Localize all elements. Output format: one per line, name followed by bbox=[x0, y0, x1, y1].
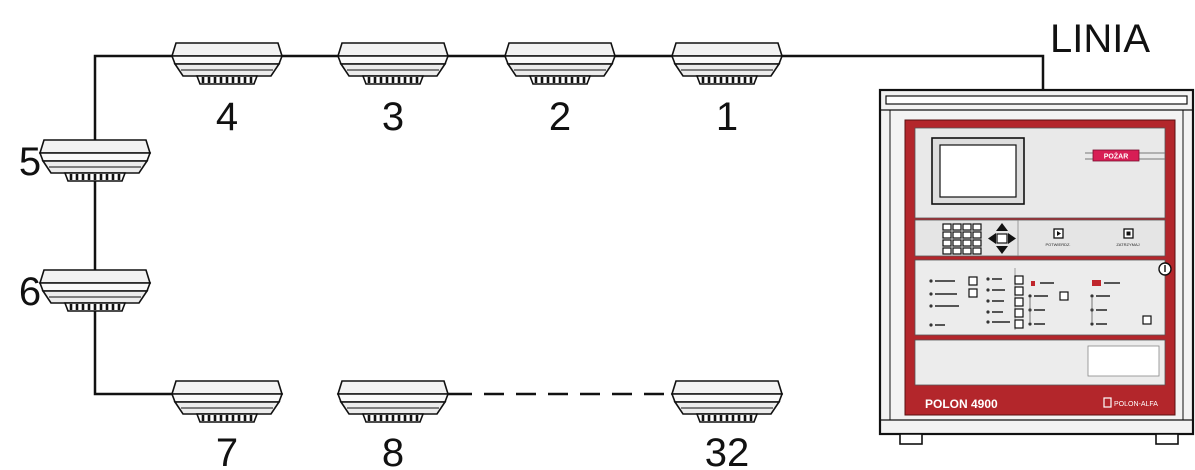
detector-number: 5 bbox=[19, 140, 41, 184]
detector bbox=[670, 379, 784, 424]
detector-number: 32 bbox=[705, 431, 750, 470]
detector bbox=[336, 379, 450, 424]
keypad bbox=[942, 223, 982, 255]
panel-brand: POLON-ALFA bbox=[1114, 401, 1158, 408]
detector-number: 6 bbox=[19, 270, 41, 314]
confirm-label: POTWIERDZ. bbox=[1045, 242, 1070, 247]
indicator-buttons bbox=[968, 275, 1152, 329]
status-leds bbox=[929, 277, 1094, 327]
brand-logo-icon bbox=[1103, 397, 1112, 408]
alarm-label: POŻAR bbox=[1104, 153, 1129, 161]
line-label: LINIA bbox=[1050, 17, 1150, 61]
detector bbox=[38, 138, 152, 183]
detector-number: 7 bbox=[216, 431, 238, 470]
panel-model: POLON 4900 bbox=[925, 397, 998, 411]
detector bbox=[38, 268, 152, 313]
detector-number: 2 bbox=[549, 95, 571, 139]
detector-number: 1 bbox=[716, 95, 738, 139]
detector-number: 4 bbox=[216, 95, 238, 139]
detector bbox=[170, 41, 284, 86]
control-panel: POŻAR POTWIERDZ. ZATRZYMAJ bbox=[878, 88, 1195, 445]
detector-number: 3 bbox=[382, 95, 404, 139]
detector-number: 8 bbox=[382, 431, 404, 470]
detector bbox=[336, 41, 450, 86]
detector bbox=[170, 379, 284, 424]
detector bbox=[503, 41, 617, 86]
stop-label: ZATRZYMAJ bbox=[1116, 242, 1139, 247]
detector bbox=[670, 41, 784, 86]
arrow-keys bbox=[988, 223, 1016, 254]
alarm-indicator bbox=[1092, 149, 1140, 162]
